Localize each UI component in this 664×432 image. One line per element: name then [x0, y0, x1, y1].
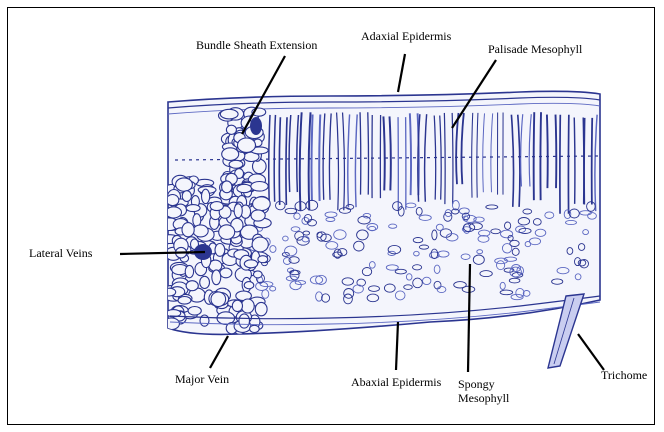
vein-cell: [215, 244, 225, 257]
vein-cell: [182, 191, 191, 202]
vein-cell: [193, 225, 208, 237]
vein-cell: [229, 160, 243, 168]
leaf-tissue: [161, 91, 605, 368]
vein-cell: [258, 256, 268, 263]
leader-major-vein: [210, 336, 228, 368]
vein-cell: [234, 204, 242, 218]
label-spongy-mesophyll: Spongy Mesophyll: [458, 377, 509, 405]
vein-cell: [166, 195, 178, 206]
vein-cell: [251, 182, 268, 192]
vein-cell: [163, 318, 179, 330]
vein-cell: [212, 270, 221, 285]
vein-cell: [202, 189, 210, 203]
vein-cell: [222, 148, 239, 161]
vein-cell: [211, 292, 226, 307]
vein-cell: [182, 223, 194, 237]
vein-cell: [210, 202, 223, 211]
leader-abaxial-epidermis: [396, 322, 398, 370]
label-abaxial-epidermis: Abaxial Epidermis: [351, 375, 441, 389]
label-palisade-mesophyll: Palisade Mesophyll: [488, 42, 582, 56]
bundle-sheath-spot: [250, 117, 262, 135]
vein-cell: [222, 181, 232, 193]
leader-trichome: [578, 334, 604, 370]
vein-cell: [241, 299, 254, 313]
vein-cell: [239, 314, 250, 328]
vein-cell: [178, 297, 191, 305]
vein-cell: [232, 300, 242, 311]
vein-cell: [163, 288, 176, 296]
vein-cell: [200, 315, 209, 326]
vein-cell: [220, 268, 232, 278]
vein-cell: [186, 281, 198, 291]
vein-cell: [200, 276, 210, 288]
label-adaxial-epidermis: Adaxial Epidermis: [361, 29, 451, 43]
vein-cell: [253, 271, 262, 278]
label-major-vein: Major Vein: [175, 372, 229, 386]
vein-cell: [185, 265, 193, 277]
vein-cell: [219, 225, 235, 240]
vein-cell: [166, 207, 182, 218]
vein-cell: [237, 184, 252, 192]
vein-cell: [188, 307, 201, 316]
leader-adaxial-epidermis: [398, 54, 405, 92]
vein-cell: [186, 205, 200, 212]
vein-cell: [244, 260, 257, 268]
vein-cell: [244, 282, 254, 289]
label-lateral-veins: Lateral Veins: [29, 246, 92, 260]
vein-cell: [250, 325, 260, 332]
vein-cell: [238, 138, 256, 152]
vein-cell: [220, 109, 238, 119]
vein-cell: [253, 197, 271, 211]
label-bundle-sheath-extension: Bundle Sheath Extension: [196, 38, 317, 52]
vein-cell: [176, 178, 193, 191]
label-trichome: Trichome: [601, 368, 647, 382]
vein-cell: [252, 237, 268, 252]
vein-cell: [251, 210, 265, 221]
vein-cell: [255, 302, 267, 315]
